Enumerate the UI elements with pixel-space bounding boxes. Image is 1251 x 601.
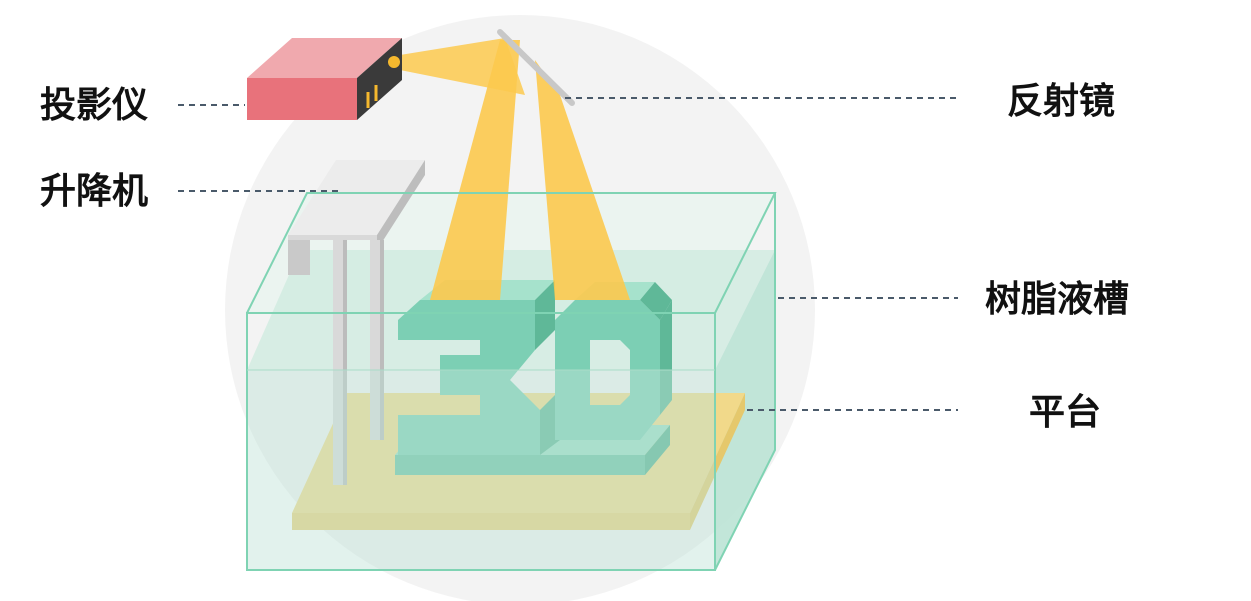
- label-resin-tank: 树脂液槽: [985, 279, 1130, 320]
- model-letter-d: [555, 300, 660, 440]
- projector-lens: [388, 56, 400, 68]
- label-platform: 平台: [1029, 392, 1102, 433]
- leader-lines: [178, 97, 958, 411]
- label-projector: 投影仪: [40, 85, 149, 126]
- label-elevator: 升降机: [40, 171, 149, 212]
- mirror: [497, 29, 575, 106]
- label-mirror: 反射镜: [1007, 81, 1116, 122]
- model-digit-3: [398, 300, 540, 455]
- projector: [247, 38, 402, 120]
- elevator: [288, 160, 425, 485]
- resin-tank: [246, 192, 777, 571]
- light-beams: [400, 38, 630, 300]
